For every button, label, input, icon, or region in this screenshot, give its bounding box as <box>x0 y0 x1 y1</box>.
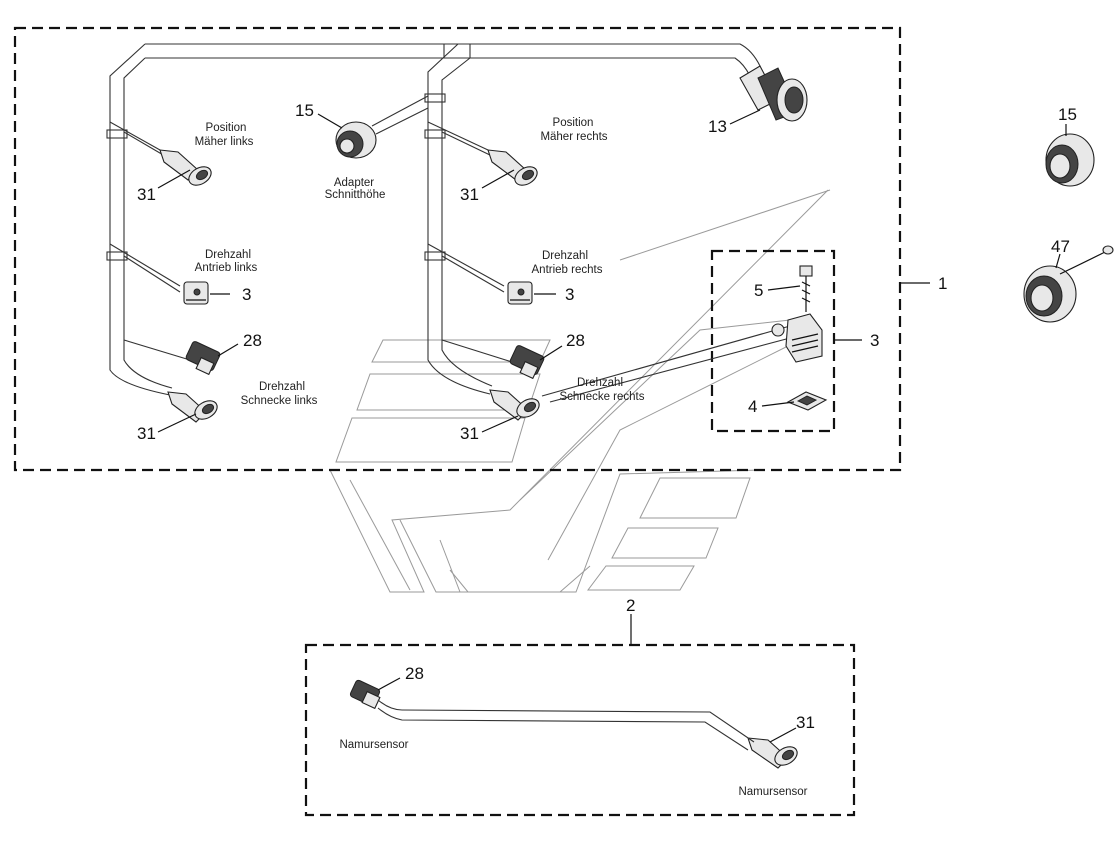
module-3-detail-frame <box>710 249 836 433</box>
callout-47: 47 <box>1051 237 1070 256</box>
label-position-left-line2: Mäher links <box>195 136 254 148</box>
label-position-right-line1: Position <box>553 117 594 129</box>
callout-28-right: 28 <box>566 331 585 350</box>
wiring-harness-2 <box>377 699 755 751</box>
callout-31-left-top: 31 <box>137 185 156 204</box>
label-namur-right: Namursensor <box>738 786 807 798</box>
label-namur-left: Namursensor <box>339 739 408 751</box>
module-3[interactable] <box>771 313 823 363</box>
socket-31-bottom[interactable] <box>747 737 800 769</box>
label-position-left-line1: Position <box>206 122 247 134</box>
connector-13[interactable] <box>739 65 808 122</box>
label-adapter-line1: Adapter <box>334 177 374 189</box>
label-drive-left-line1: Drehzahl <box>205 249 251 261</box>
callout-3-left: 3 <box>242 285 251 304</box>
callout-31-right-bottom: 31 <box>460 424 479 443</box>
sensor-28-left[interactable] <box>185 341 221 376</box>
callout-5: 5 <box>754 281 763 300</box>
callout-2: 2 <box>626 596 635 615</box>
label-drive-right-line2: Antrieb rechts <box>532 264 603 276</box>
callout-15-spare: 15 <box>1058 105 1077 124</box>
harness-2-frame <box>304 643 856 817</box>
label-adapter-line2: Schnitthöhe <box>325 189 386 201</box>
label-auger-right-line2: Schnecke rechts <box>559 391 644 403</box>
plug-3-left[interactable] <box>183 281 209 305</box>
label-drive-right-line1: Drehzahl <box>542 250 588 262</box>
screw-5[interactable] <box>799 265 813 312</box>
harness-1-frame <box>13 26 902 472</box>
callout-1: 1 <box>938 274 947 293</box>
spare-connector-15[interactable] <box>1045 133 1095 187</box>
adapter-15[interactable] <box>335 121 377 159</box>
callout-15-adapter: 15 <box>295 101 314 120</box>
wiring-harness-1 <box>106 43 791 403</box>
label-drive-left-line2: Antrieb links <box>195 262 258 274</box>
callout-3-right: 3 <box>565 285 574 304</box>
label-auger-left-line2: Schnecke links <box>241 395 318 407</box>
plug-3-right[interactable] <box>507 281 533 305</box>
label-position-right-line2: Mäher rechts <box>540 131 607 143</box>
callout-4: 4 <box>748 397 757 416</box>
label-auger-right-line1: Drehzahl <box>577 377 623 389</box>
sensor-28-bottom[interactable] <box>349 679 381 710</box>
callout-28-bottom: 28 <box>405 664 424 683</box>
protective-cap-47[interactable] <box>1023 245 1114 323</box>
callout-31-left-bottom: 31 <box>137 424 156 443</box>
socket-31-left-top[interactable] <box>159 149 214 189</box>
callout-13: 13 <box>708 117 727 136</box>
label-auger-left-line1: Drehzahl <box>259 381 305 393</box>
socket-31-left-bottom[interactable] <box>167 391 220 423</box>
callout-28-left: 28 <box>243 331 262 350</box>
gasket-4[interactable] <box>786 391 828 411</box>
socket-31-right-top[interactable] <box>487 149 540 189</box>
sensor-28-right[interactable] <box>509 345 545 380</box>
callout-31-bottom: 31 <box>796 713 815 732</box>
socket-31-right-bottom[interactable] <box>489 389 542 421</box>
callout-3-module: 3 <box>870 331 879 350</box>
leader-lines <box>157 109 1067 743</box>
background-machine-outline <box>329 189 831 593</box>
callout-31-right-top: 31 <box>460 185 479 204</box>
